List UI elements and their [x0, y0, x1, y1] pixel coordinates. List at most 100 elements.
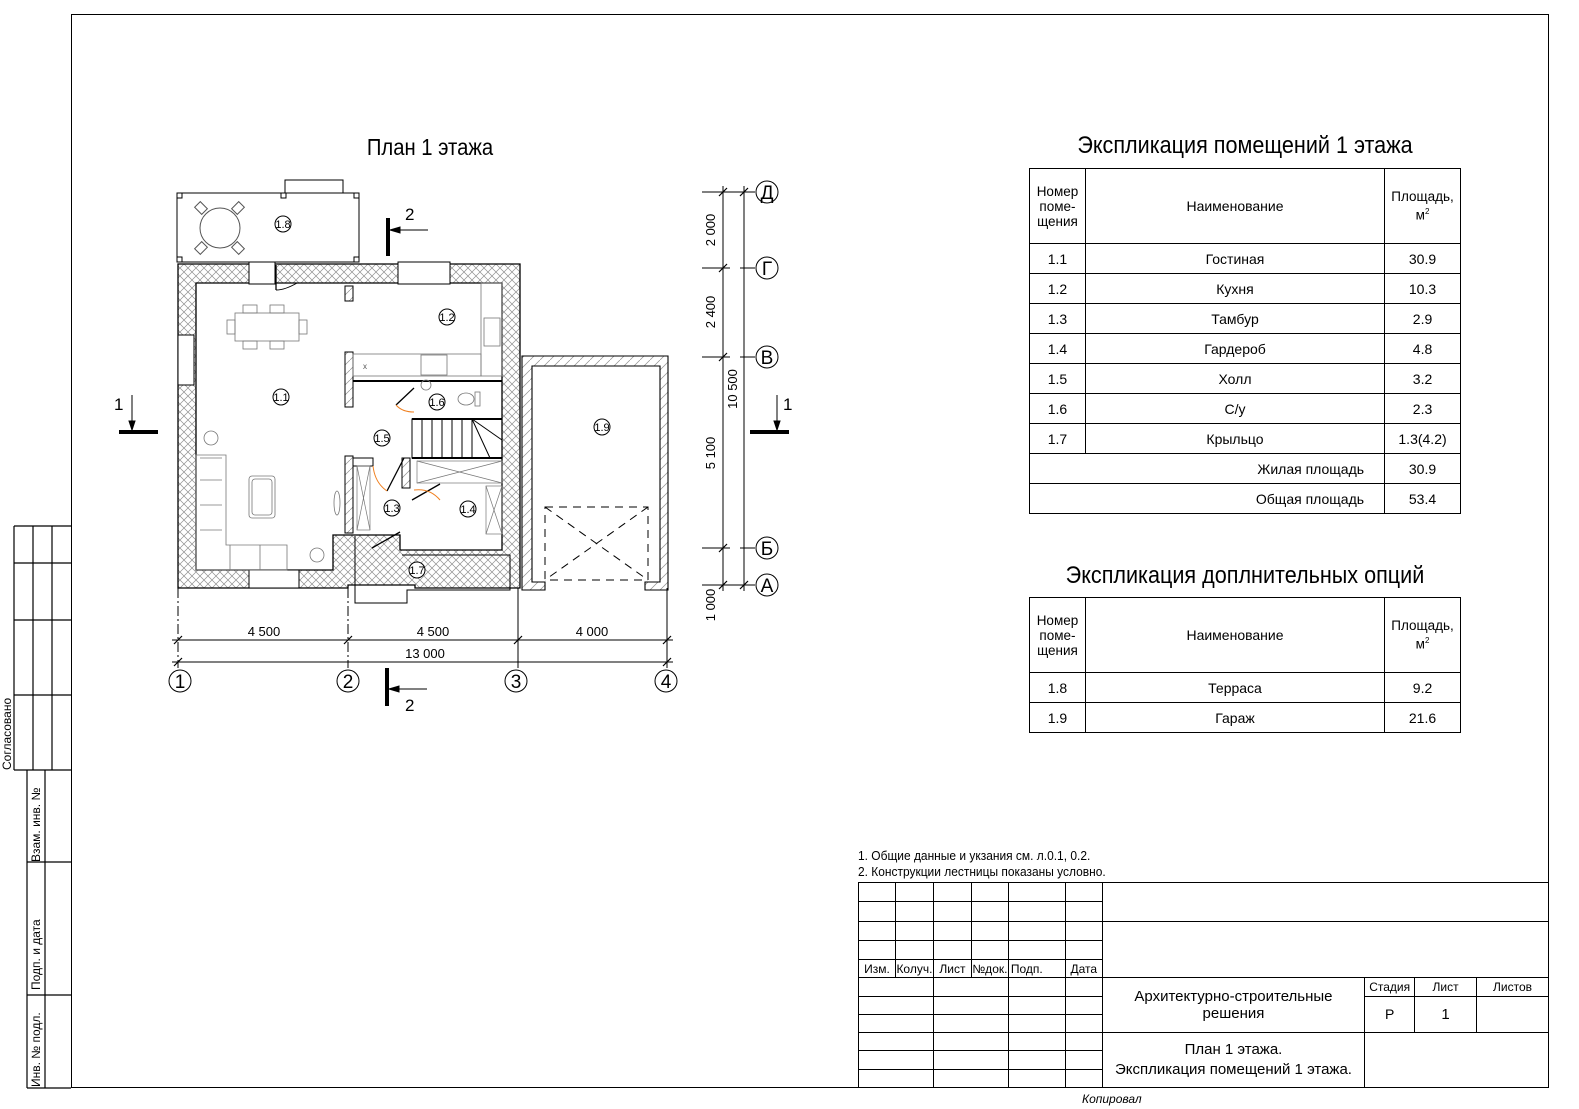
dim-V-B: 5 100 — [703, 437, 718, 470]
dim-total-vertical: 10 500 — [725, 369, 740, 409]
drawing-title: План 1 этажа.Экспликация помещений 1 эта… — [1101, 1032, 1366, 1088]
sheets-label: Листов — [1476, 977, 1549, 997]
room-tags: 1.1 1.2 1.3 1.4 1.5 1.6 1.7 1.8 1.9 — [272, 215, 611, 579]
section-mark-2-bottom — [385, 668, 427, 706]
sheet-label: Лист — [1414, 977, 1478, 997]
room-tag: 1.1 — [272, 388, 290, 406]
svg-text:4: 4 — [661, 672, 672, 693]
axis-markers-vertical: Д Г В Б А — [755, 180, 779, 597]
drawing-frame — [71, 14, 1549, 1088]
section-mark-1-left — [119, 395, 158, 434]
svg-text:Г: Г — [762, 259, 772, 280]
dim-2-3: 4 500 — [417, 624, 450, 639]
room-tag: 1.7 — [408, 561, 426, 579]
svg-text:1.5: 1.5 — [374, 433, 389, 445]
axis-marker: В — [755, 345, 779, 369]
section-mark-1-right — [750, 395, 789, 434]
svg-text:1: 1 — [783, 395, 792, 414]
svg-text:1: 1 — [114, 395, 123, 414]
section-mark-2-top — [386, 218, 428, 256]
svg-text:x: x — [363, 362, 367, 371]
sheets-value — [1476, 995, 1549, 1034]
note-item: 2. Конструкции лестницы показаны условно… — [858, 864, 1106, 879]
header-area: Площадь,м2 — [1384, 168, 1461, 244]
svg-text:2: 2 — [405, 205, 414, 224]
dim-total-horizontal: 13 000 — [405, 646, 445, 661]
axis-marker: 3 — [504, 669, 528, 693]
walls — [177, 263, 669, 591]
project-name: Архитектурно-строительные решения — [1101, 977, 1366, 1034]
stage-label: Стадия — [1364, 977, 1416, 997]
svg-text:1: 1 — [175, 672, 186, 693]
axis-marker: Б — [755, 536, 779, 560]
side-inv-orig-label: Инв. № подл. — [29, 1012, 43, 1087]
svg-text:1.4: 1.4 — [460, 504, 475, 516]
sheet-value: 1 — [1414, 995, 1478, 1034]
svg-text:В: В — [761, 348, 774, 369]
svg-text:Б: Б — [761, 539, 773, 560]
note-item: 1. Общие данные и укзания см. л.0.1, 0.2… — [858, 848, 1091, 863]
dim-B-A: 1 000 — [703, 589, 718, 622]
room-tag: 1.3 — [383, 499, 401, 517]
axis-marker: Д — [755, 180, 779, 204]
floor-plan: x 1.1 1.2 1. — [114, 179, 792, 715]
vertical-dimensions — [702, 186, 755, 591]
svg-text:1.9: 1.9 — [594, 422, 609, 434]
header-name: Наименование — [1084, 168, 1386, 244]
svg-text:1.1: 1.1 — [273, 392, 288, 404]
dim-1-2: 4 500 — [248, 624, 281, 639]
copied-label: Копировал — [1082, 1092, 1142, 1106]
room-tag: 1.5 — [373, 429, 391, 447]
axis-marker: 2 — [336, 669, 360, 693]
room-tag: 1.9 — [593, 418, 611, 436]
svg-text:1.6: 1.6 — [429, 397, 444, 409]
svg-text:1.7: 1.7 — [409, 565, 424, 577]
svg-text:2: 2 — [405, 696, 414, 715]
svg-text:1.3: 1.3 — [384, 503, 399, 515]
axis-marker: Г — [755, 256, 779, 280]
svg-text:Д: Д — [761, 183, 774, 204]
door-swings — [372, 404, 441, 501]
room-tag: 1.4 — [459, 500, 477, 518]
stairs — [411, 418, 503, 459]
axis-marker: 1 — [168, 669, 192, 693]
axis-marker: А — [755, 573, 779, 597]
axis-markers-horizontal: 1 2 3 4 — [168, 669, 678, 693]
terrace — [176, 179, 360, 263]
stage-value: Р — [1364, 995, 1416, 1034]
room-tag: 1.8 — [274, 215, 292, 233]
side-stamp — [13, 525, 71, 1089]
axis-marker: 4 — [654, 669, 678, 693]
explication-extra-title: Экспликация доплнительных опций — [1065, 562, 1425, 589]
side-sign-date-label: Подп. и дата — [29, 919, 43, 990]
explication-main-title: Экспликация помещений 1 этажа — [1077, 132, 1413, 159]
svg-text:2: 2 — [343, 672, 354, 693]
dim-D-G: 2 000 — [703, 214, 718, 247]
svg-text:3: 3 — [511, 672, 522, 693]
general-notes: 1. Общие данные и укзания см. л.0.1, 0.2… — [858, 848, 1106, 880]
svg-text:1.8: 1.8 — [275, 219, 290, 231]
horizontal-dimensions — [172, 588, 673, 668]
room-tag: 1.2 — [438, 308, 456, 326]
plan-title: План 1 этажа — [366, 134, 494, 160]
side-replace-inv-label: Взам. инв. № — [29, 787, 43, 862]
svg-text:1.2: 1.2 — [439, 312, 454, 324]
dim-G-V: 2 400 — [703, 296, 718, 329]
svg-text:А: А — [761, 576, 774, 597]
